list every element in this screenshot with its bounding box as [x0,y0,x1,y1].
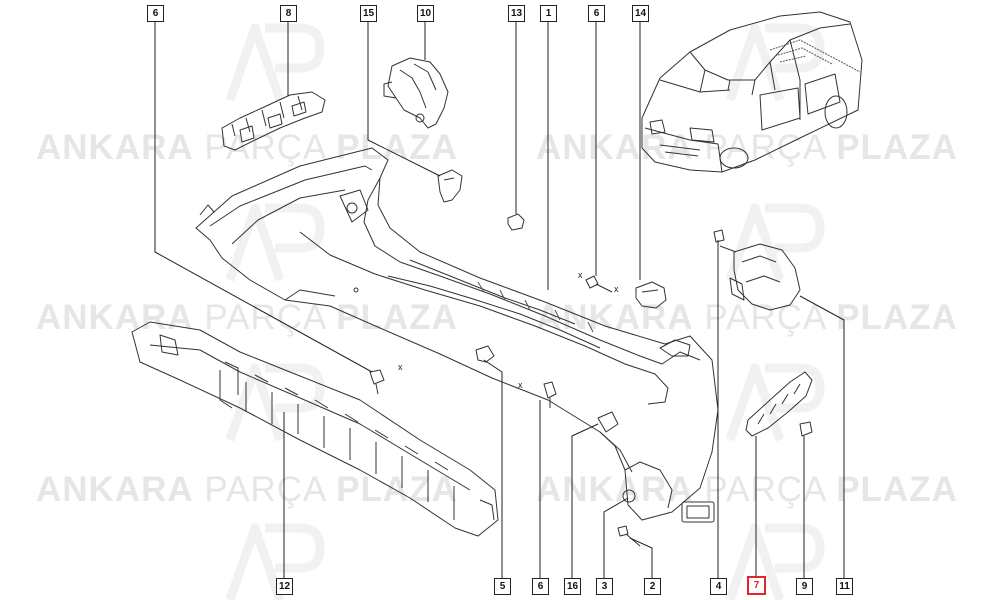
ap-logo-4 [725,203,825,282]
callout-4[interactable]: 4 [710,578,727,595]
ap-logo-6 [725,363,825,442]
nut-13 [507,213,525,231]
bumper-reinforcement [131,321,499,537]
callout-2[interactable]: 2 [644,578,661,595]
rear-bumper [195,147,719,521]
ap-logo-2 [725,23,825,102]
callout-6[interactable]: 6 [147,5,164,22]
callout-6[interactable]: 6 [588,5,605,22]
leader-lines [154,20,845,578]
ap-logo-1 [225,23,325,102]
ap-logo-8 [725,523,825,600]
vehicle-outline [641,11,863,173]
bracket-11 [719,243,801,311]
callout-15[interactable]: 15 [360,5,377,22]
callout-12[interactable]: 12 [276,578,293,595]
fasteners [369,229,813,547]
axis-marker: x [398,362,403,372]
callout-3[interactable]: 3 [596,578,613,595]
clip-15 [437,169,463,203]
axis-marker: x [518,380,523,390]
callout-9[interactable]: 9 [796,578,813,595]
callout-11[interactable]: 11 [836,578,853,595]
callout-16[interactable]: 16 [564,578,581,595]
ap-logo-3 [225,203,325,282]
callout-10[interactable]: 10 [417,5,434,22]
plate-light [622,489,715,523]
callout-5[interactable]: 5 [494,578,511,595]
callout-13[interactable]: 13 [508,5,525,22]
bracket-10 [383,57,449,129]
ap-logo-7 [225,523,325,600]
bracket-8 [221,91,326,151]
callout-14[interactable]: 14 [632,5,649,22]
callout-1[interactable]: 1 [540,5,557,22]
axis-marker: x [614,284,619,294]
bracket-14 [635,281,667,309]
bracket-7 [745,371,813,437]
callout-6[interactable]: 6 [532,578,549,595]
axis-marker: x [578,270,583,280]
callout-8[interactable]: 8 [280,5,297,22]
callout-7-highlighted[interactable]: 7 [747,576,766,595]
